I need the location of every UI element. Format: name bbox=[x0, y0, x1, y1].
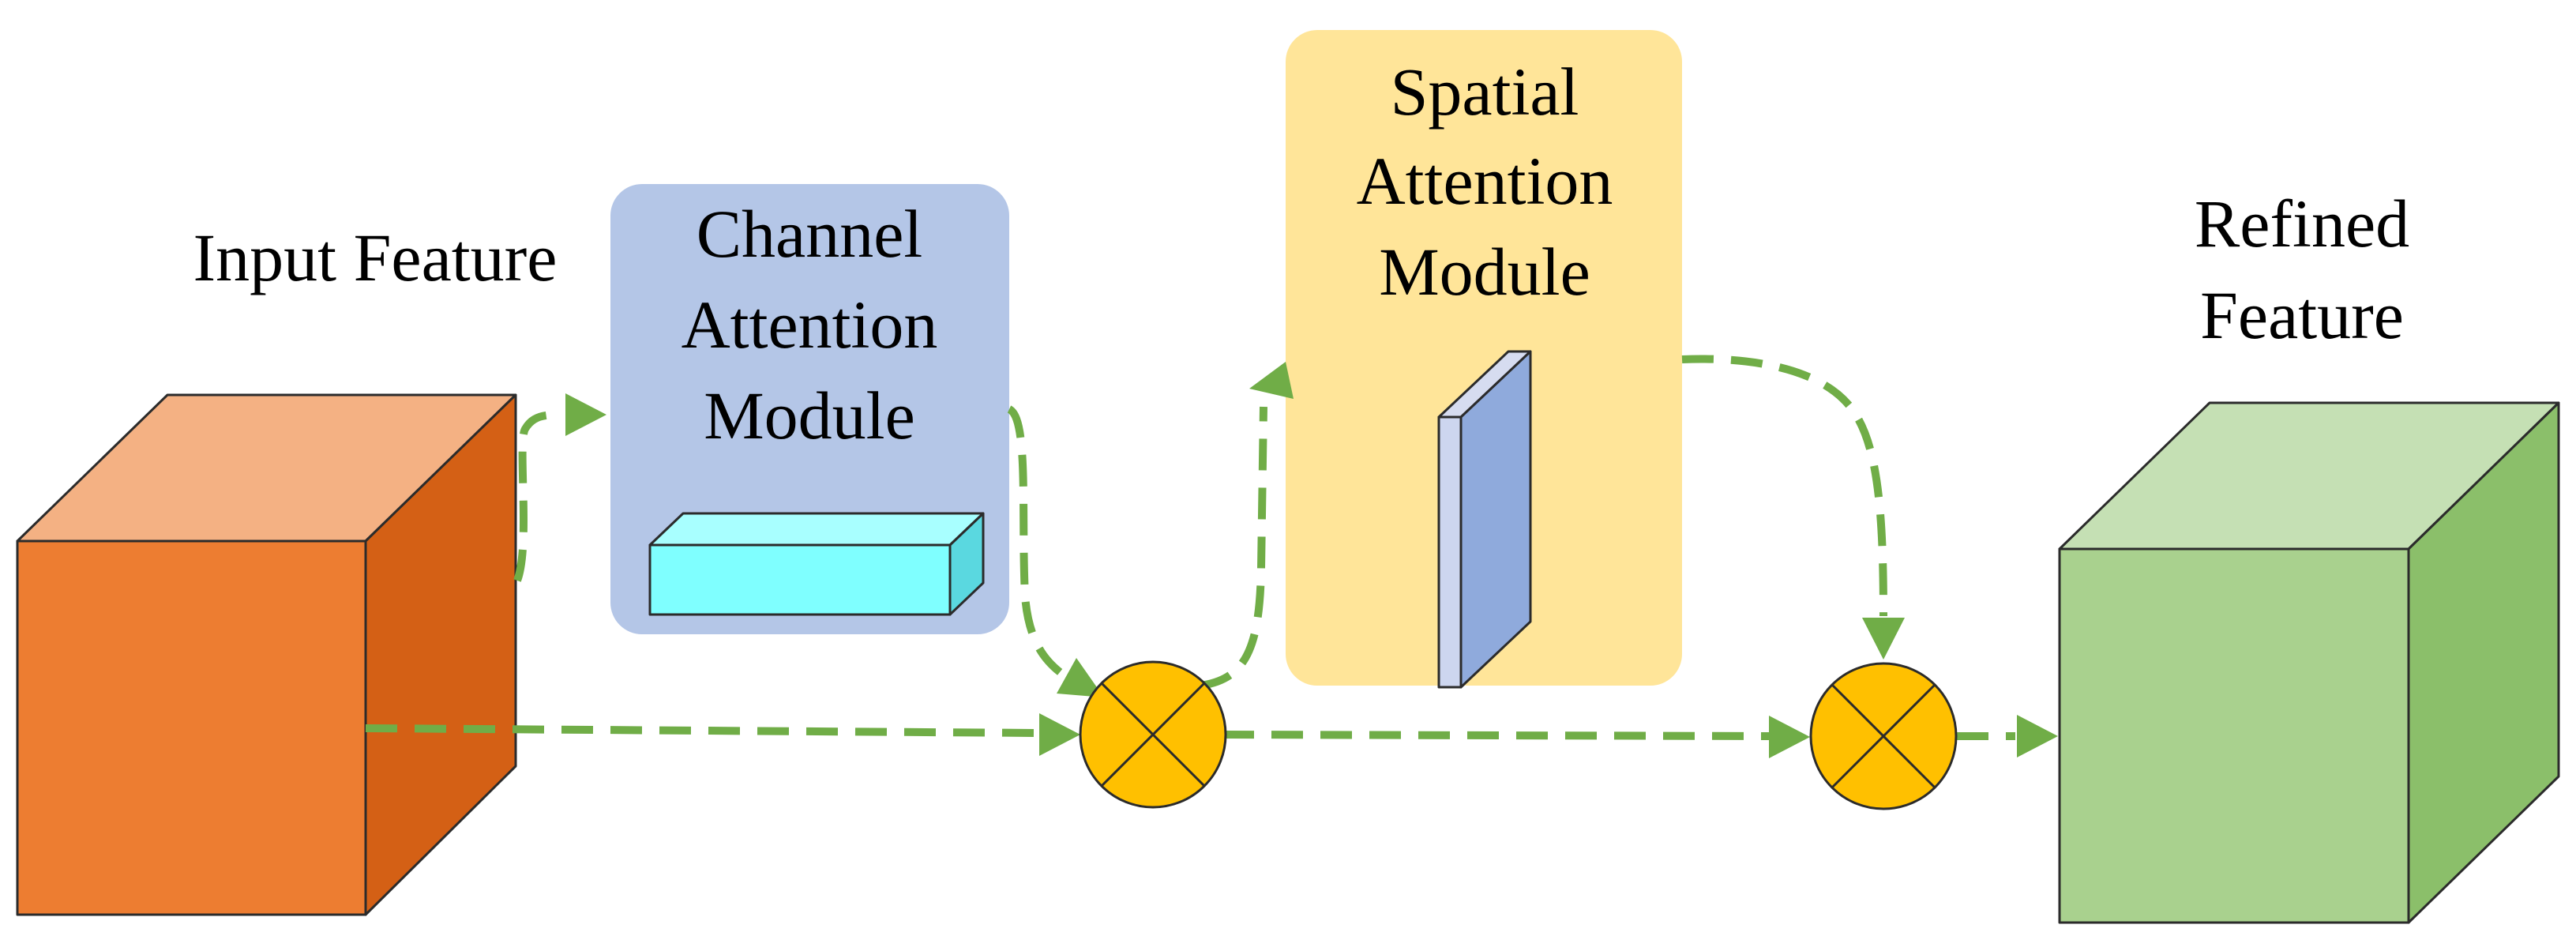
refined-feature-label-line-2: Feature bbox=[2200, 277, 2404, 353]
refined-feature-cube bbox=[2058, 401, 2560, 924]
spatial-module-label-line-2: Attention bbox=[1357, 143, 1613, 219]
flow-connectors bbox=[365, 355, 2058, 758]
spatial-module-box bbox=[1286, 30, 1682, 686]
arrowhead-into-refined bbox=[2017, 715, 2058, 757]
connector-input-to-channel bbox=[513, 411, 563, 582]
input-cube-front-face bbox=[16, 539, 367, 916]
arrowhead-into-multiply-2-from-spatial bbox=[1862, 618, 1905, 660]
input-feature-label: Input Feature bbox=[193, 220, 558, 295]
arrowhead-into-multiply-1-from-input bbox=[1039, 713, 1080, 756]
spatial-attention-module: Spatial Attention Module bbox=[1286, 30, 1682, 689]
connector-input-to-multiply-1 bbox=[365, 724, 1039, 737]
channel-module-label-line-2: Attention bbox=[682, 287, 938, 363]
arrowhead-into-multiply-1-from-channel bbox=[1057, 658, 1104, 697]
refined-cube-front-face bbox=[2058, 547, 2410, 924]
channel-module-label-line-1: Channel bbox=[697, 196, 923, 272]
connector-multiply-1-to-multiply-2 bbox=[1222, 731, 1770, 740]
spatial-module-label-line-3: Module bbox=[1379, 234, 1590, 310]
multiply-1-cross-b bbox=[1100, 682, 1206, 787]
spatial-slab-side-face bbox=[1437, 415, 1463, 689]
channel-cuboid-top-face bbox=[648, 512, 985, 547]
connector-channel-to-multiply-1 bbox=[1006, 405, 1070, 682]
refined-feature-label-line-1: Refined bbox=[2195, 186, 2409, 261]
spatial-module-label-line-1: Spatial bbox=[1391, 54, 1579, 130]
multiply-node-2 bbox=[1809, 662, 1958, 810]
channel-cuboid-front-face bbox=[648, 543, 952, 616]
spatial-slab-front-face bbox=[1459, 350, 1532, 689]
channel-attention-module: Channel Attention Module bbox=[610, 184, 1009, 634]
arrowhead-into-channel bbox=[565, 393, 606, 436]
channel-module-label-line-3: Module bbox=[704, 378, 915, 453]
connector-multiply-1-to-spatial bbox=[1200, 406, 1267, 690]
multiply-node-1 bbox=[1079, 660, 1227, 809]
arrowhead-into-spatial bbox=[1249, 362, 1294, 399]
multiply-2-cross-b bbox=[1831, 683, 1936, 789]
connector-spatial-to-multiply-2 bbox=[1681, 355, 1887, 617]
input-feature-cube bbox=[16, 393, 517, 916]
arrowhead-into-multiply-2-from-left bbox=[1769, 716, 1810, 758]
